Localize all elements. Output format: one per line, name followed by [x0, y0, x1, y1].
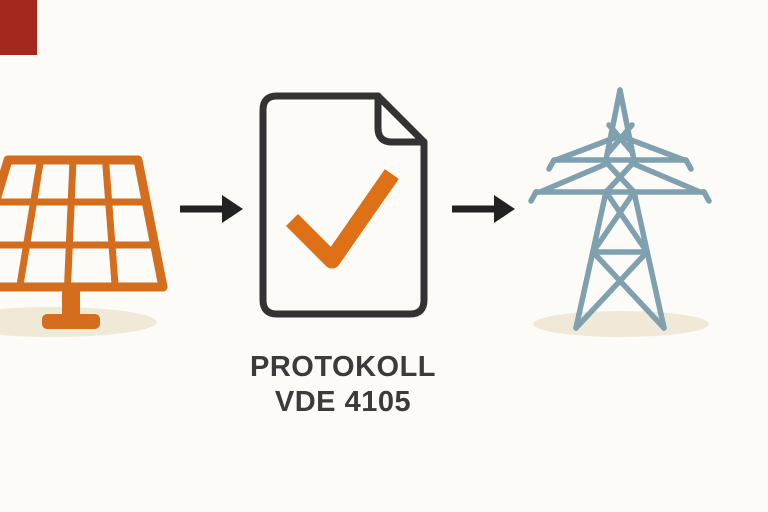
pylon-upper-arm-braces: [553, 135, 687, 163]
protocol-caption-line2: VDE 4105: [274, 386, 412, 418]
protocol-caption-line1: PROTOKOLL: [249, 351, 437, 383]
solar-panel-gridline: [64, 156, 77, 291]
pylon-upper-arm-ends: [546, 157, 694, 172]
solar-panel-frame: [0, 155, 168, 292]
solar-panel-base: [42, 314, 100, 329]
solar-panel-gridline: [102, 156, 119, 291]
pylon-apex-lattice: [606, 122, 635, 155]
arrow-head: [494, 195, 515, 223]
solar-panel-stand: [42, 287, 100, 329]
pylon-lattice-lower: [573, 249, 667, 331]
pylon-leg-left: [573, 189, 609, 331]
arrow-right-icon-1: [180, 195, 243, 223]
solar-panel-gridline: [16, 156, 44, 291]
pylon-shadow: [533, 311, 709, 337]
protocol-caption: PROTOKOLL VDE 4105: [223, 350, 463, 420]
red-corner-mark: [0, 0, 37, 55]
document-fold: [374, 92, 428, 146]
pylon-apex-left: [603, 87, 623, 163]
solar-panel-leg: [62, 287, 80, 317]
solar-panel-icon: [0, 155, 168, 329]
pylon-lattice-upper: [590, 189, 650, 255]
pylon-lower-arm-braces: [537, 161, 703, 195]
document-icon: [259, 92, 428, 318]
pylon-leg-right: [631, 189, 667, 331]
pylon-mid-lattice: [603, 159, 637, 195]
arrow-head: [222, 195, 243, 223]
checkmark-icon: [285, 169, 399, 269]
pylon-lower-arm-ends: [528, 189, 712, 204]
transmission-tower-icon: [528, 87, 712, 331]
arrow-right-icon-2: [452, 195, 515, 223]
document-outline: [259, 92, 428, 318]
